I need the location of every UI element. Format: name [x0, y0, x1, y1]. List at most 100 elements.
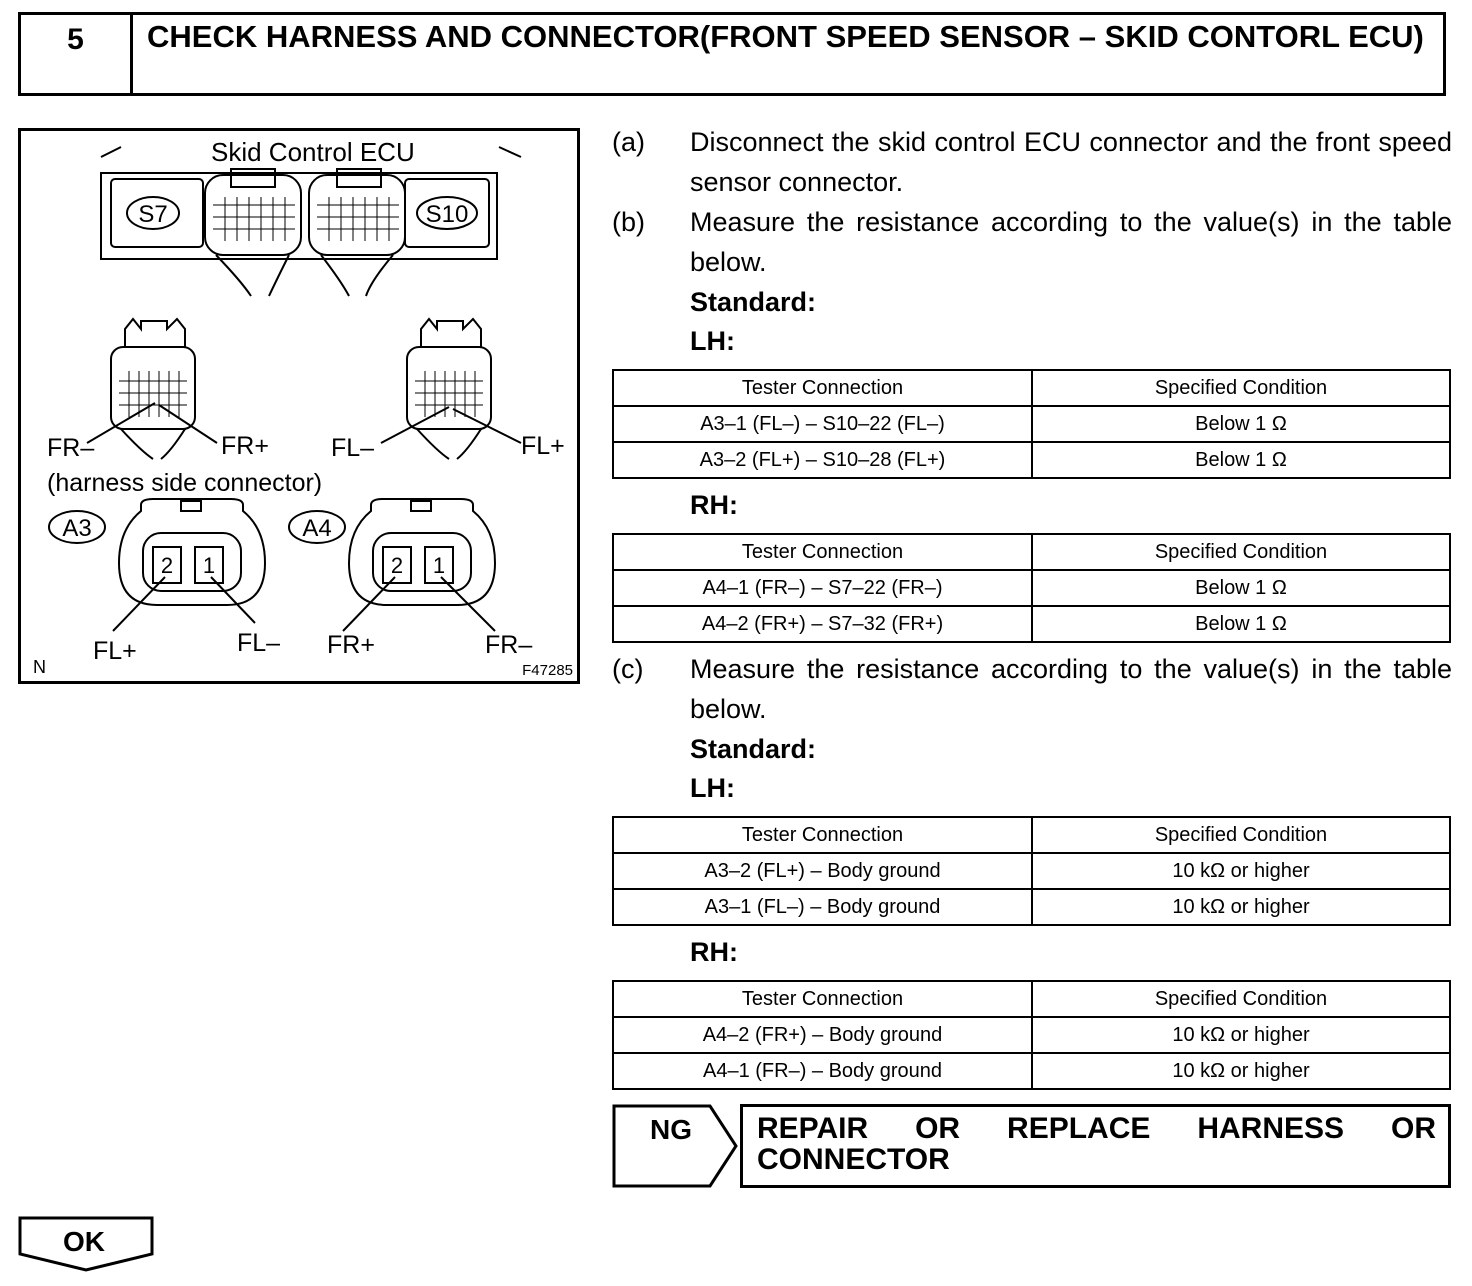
- header-tester-connection: Tester Connection: [612, 816, 1033, 854]
- ok-label: OK: [63, 1226, 105, 1257]
- header-specified-condition: Specified Condition: [1031, 369, 1451, 407]
- table-row: A4–1 (FR–) – Body ground 10 kΩ or higher: [612, 1052, 1451, 1090]
- standard-label: Standard:: [690, 734, 817, 764]
- a3-pin2-label: FL+: [93, 637, 137, 665]
- a3-housing: [117, 498, 267, 606]
- a3-pin1: [194, 546, 224, 584]
- step-c-text: Measure the resistance according to the …: [690, 654, 1452, 724]
- fr-plus-label: FR+: [221, 432, 269, 460]
- ng-label: NG: [650, 1114, 692, 1145]
- tester-connection-cell: A4–2 (FR+) – S7–32 (FR+): [612, 605, 1033, 643]
- header-specified-condition: Specified Condition: [1031, 980, 1451, 1018]
- a4-pin2: [382, 546, 412, 584]
- harness-connector-left-latch: [124, 317, 186, 347]
- s7-oval: [126, 196, 180, 230]
- ecu-label: Skid Control ECU: [211, 137, 415, 167]
- a4-latch: [410, 500, 432, 512]
- a3-pin2-number: 2: [161, 553, 173, 578]
- table-row: A3–2 (FL+) – Body ground 10 kΩ or higher: [612, 852, 1451, 890]
- ecu-plug-right-latch: [336, 168, 382, 188]
- rh-label: RH:: [690, 937, 738, 967]
- ecu-wires: [215, 254, 394, 297]
- tester-connection-cell: A3–2 (FL+) – S10–28 (FL+): [612, 441, 1033, 479]
- harness-caption: (harness side connector): [47, 469, 322, 497]
- step-a-text: Disconnect the skid control ECU connecto…: [690, 127, 1452, 197]
- a4-pin1-label: FR–: [485, 631, 532, 659]
- a3-label: A3: [62, 515, 91, 542]
- harness-right-leaders: [380, 406, 522, 444]
- specified-condition-cell: Below 1 Ω: [1031, 569, 1451, 607]
- a4-pin1: [424, 546, 454, 584]
- table-header-row: Tester Connection Specified Condition: [612, 816, 1451, 854]
- ecu-plug-right: [308, 174, 406, 256]
- step-b: (b) Measure the resistance according to …: [612, 202, 1452, 282]
- s10-label: S10: [426, 201, 469, 228]
- a3-latch: [180, 500, 202, 512]
- s10-oval: [416, 196, 478, 230]
- a3-leaders: [112, 576, 256, 632]
- lh-label: LH:: [690, 326, 735, 356]
- a3-pin2: [152, 546, 182, 584]
- specified-condition-cell: 10 kΩ or higher: [1031, 1016, 1451, 1054]
- ng-arrow-shape: [612, 1104, 738, 1188]
- a4-pin2-number: 2: [391, 553, 403, 578]
- step-title: CHECK HARNESS AND CONNECTOR(FRONT SPEED …: [147, 19, 1424, 54]
- ecu-plug-left-latch: [230, 168, 276, 188]
- table-row: A4–1 (FR–) – S7–22 (FR–) Below 1 Ω: [612, 569, 1451, 607]
- tester-connection-cell: A4–2 (FR+) – Body ground: [612, 1016, 1033, 1054]
- connector-diagram: Skid Control ECU S7 S10 FR– FR+ FL– FL+ …: [18, 128, 580, 684]
- specified-condition-cell: 10 kΩ or higher: [1031, 888, 1451, 926]
- ng-action-text: REPAIR OR REPLACE HARNESS OR CONNECTOR: [757, 1112, 1436, 1176]
- fr-minus-label: FR–: [47, 434, 94, 462]
- s7-label: S7: [138, 201, 167, 228]
- table-header-row: Tester Connection Specified Condition: [612, 533, 1451, 571]
- step-c-label: (c): [612, 654, 644, 684]
- table-header-row: Tester Connection Specified Condition: [612, 980, 1451, 1018]
- tester-connection-cell: A3–1 (FL–) – Body ground: [612, 888, 1033, 926]
- specified-condition-cell: Below 1 Ω: [1031, 405, 1451, 443]
- harness-right-wires: [416, 428, 482, 460]
- standard-label: Standard:: [690, 287, 817, 317]
- a4-pin1-number: 1: [433, 553, 445, 578]
- a3-face: [142, 532, 242, 592]
- specified-condition-cell: Below 1 Ω: [1031, 605, 1451, 643]
- table-row: A4–2 (FR+) – Body ground 10 kΩ or higher: [612, 1016, 1451, 1054]
- a4-face: [372, 532, 472, 592]
- harness-connector-right: [406, 346, 492, 430]
- header-tester-connection: Tester Connection: [612, 533, 1033, 571]
- table-row: A4–2 (FR+) – S7–32 (FR+) Below 1 Ω: [612, 605, 1451, 643]
- table-row: A3–1 (FL–) – S10–22 (FL–) Below 1 Ω: [612, 405, 1451, 443]
- table-b-rh: Tester Connection Specified Condition A4…: [612, 533, 1451, 643]
- table-b-lh: Tester Connection Specified Condition A3…: [612, 369, 1451, 479]
- fl-plus-label: FL+: [521, 432, 565, 460]
- ok-result-box: OK: [18, 1216, 156, 1272]
- a4-label: A4: [302, 515, 331, 542]
- step-a: (a) Disconnect the skid control ECU conn…: [612, 122, 1452, 202]
- header-specified-condition: Specified Condition: [1031, 816, 1451, 854]
- table-row: A3–1 (FL–) – Body ground 10 kΩ or higher: [612, 888, 1451, 926]
- figure-code: F47285: [522, 662, 573, 679]
- harness-connector-left: [110, 346, 196, 430]
- corner-mark: N: [33, 657, 46, 677]
- pin-grid-lines: [119, 197, 483, 417]
- specified-condition-cell: 10 kΩ or higher: [1031, 1052, 1451, 1090]
- step-number: 5: [21, 15, 133, 93]
- step-a-label: (a): [612, 127, 645, 157]
- a4-leaders: [342, 576, 496, 632]
- a4-oval: [288, 510, 346, 544]
- ecu-outline-line: [100, 146, 522, 158]
- ok-arrow-shape: [18, 1216, 154, 1272]
- harness-connector-right-latch: [420, 317, 482, 347]
- harness-left-wires: [120, 428, 186, 460]
- ng-action-box: REPAIR OR REPLACE HARNESS OR CONNECTOR: [740, 1104, 1451, 1188]
- ecu-left-socket: [110, 178, 204, 248]
- tester-connection-cell: A3–2 (FL+) – Body ground: [612, 852, 1033, 890]
- table-c-rh: Tester Connection Specified Condition A4…: [612, 980, 1451, 1090]
- connector-diagram-svg: Skid Control ECU S7 S10 FR– FR+ FL– FL+ …: [33, 137, 573, 679]
- header-specified-condition: Specified Condition: [1031, 533, 1451, 571]
- lh-label: LH:: [690, 773, 735, 803]
- table-row: A3–2 (FL+) – S10–28 (FL+) Below 1 Ω: [612, 441, 1451, 479]
- harness-left-leaders: [86, 402, 218, 444]
- ecu-plug-left: [204, 174, 302, 256]
- ecu-body: [100, 172, 498, 260]
